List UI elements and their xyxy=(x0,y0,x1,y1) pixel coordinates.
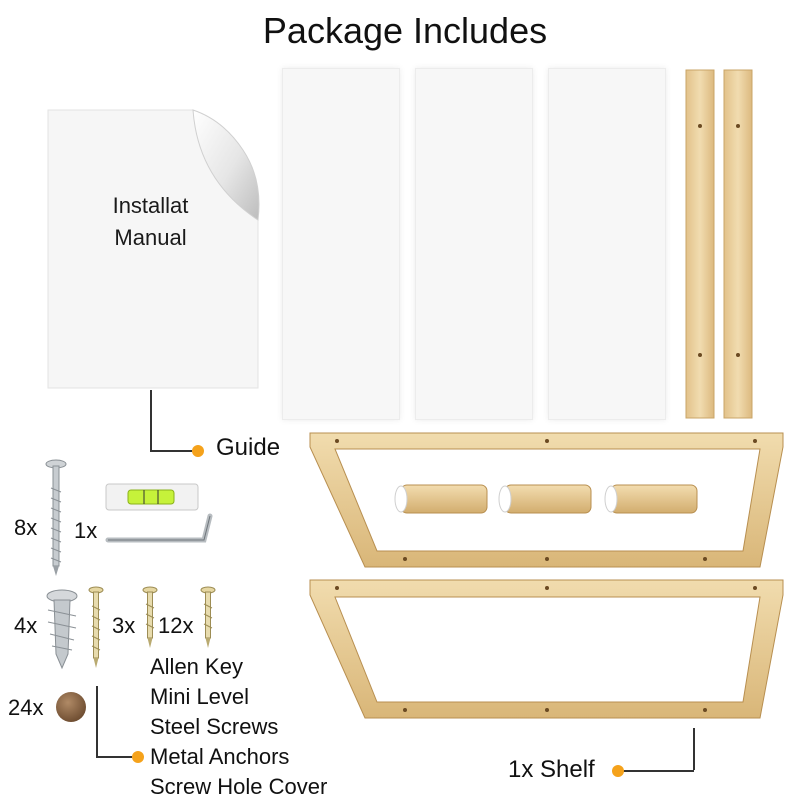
screw-3x-icon xyxy=(142,586,158,648)
qty-screws-3x: 3x xyxy=(112,613,136,638)
dowel-rod-3 xyxy=(604,484,698,514)
dowel-rod-2 xyxy=(498,484,592,514)
hardware-item-screw-hole-cover: Screw Hole Cover xyxy=(150,774,328,799)
page-title: Package Includes xyxy=(262,10,548,51)
long-steel-screw xyxy=(45,459,67,576)
hardware-callout-line-v xyxy=(96,686,98,756)
hardware-item-metal-anchors: Metal Anchors xyxy=(150,744,290,769)
guide-callout-line xyxy=(150,390,152,450)
metal-anchor-icon xyxy=(46,589,78,670)
qty-screw-hole-cover: 24x xyxy=(8,695,44,720)
shelf-frame-top xyxy=(309,432,784,568)
hardware-list: Allen Key Mini Level Steel Screws Metal … xyxy=(150,652,327,802)
qty-steel-screws: 8x xyxy=(14,515,38,540)
allen-key-icon xyxy=(105,513,213,543)
guide-label: Guide xyxy=(216,434,281,461)
guide-dot xyxy=(192,445,204,457)
shelf-dot xyxy=(612,765,624,777)
dowel-rod-1 xyxy=(394,484,488,514)
manual-text-line1: Installat xyxy=(112,193,189,218)
hardware-callout-line-h xyxy=(96,756,132,758)
qty-metal-anchors: 4x xyxy=(14,613,38,638)
mini-level-icon xyxy=(105,483,199,511)
guide-callout-line-h xyxy=(150,450,192,452)
shelf-panel-1 xyxy=(282,68,400,420)
qty-screws-12x: 12x xyxy=(158,613,194,638)
manual-sheet-graphic xyxy=(47,109,260,389)
mini-level-and-allen-key xyxy=(105,483,213,543)
wooden-slat-left xyxy=(685,69,715,419)
shelf-panel-2 xyxy=(415,68,533,420)
shelf-callout-line-v xyxy=(693,728,695,770)
hardware-item-allen-key: Allen Key xyxy=(150,654,243,679)
shelf-frame-bottom xyxy=(309,579,784,719)
hardware-item-mini-level: Mini Level xyxy=(150,684,250,709)
wooden-slat-right xyxy=(723,69,753,419)
gold-screw-icon xyxy=(88,586,104,668)
shelf-callout-line-h xyxy=(622,770,694,772)
qty-mini-level: 1x xyxy=(74,518,98,543)
hardware-item-steel-screws: Steel Screws xyxy=(150,714,279,739)
wooden-slats xyxy=(685,69,753,419)
shelf-panel-3 xyxy=(548,68,666,420)
screw-hole-cover-icon xyxy=(56,692,86,722)
installation-manual: Installat Manual xyxy=(47,109,260,389)
dowel-rods xyxy=(394,484,698,514)
shelf-label: 1x Shelf xyxy=(508,756,595,783)
shelf-frames xyxy=(309,432,784,719)
manual-text-line2: Manual xyxy=(114,225,187,250)
hardware-dot xyxy=(132,751,144,763)
screw-12x-icon xyxy=(200,586,216,648)
